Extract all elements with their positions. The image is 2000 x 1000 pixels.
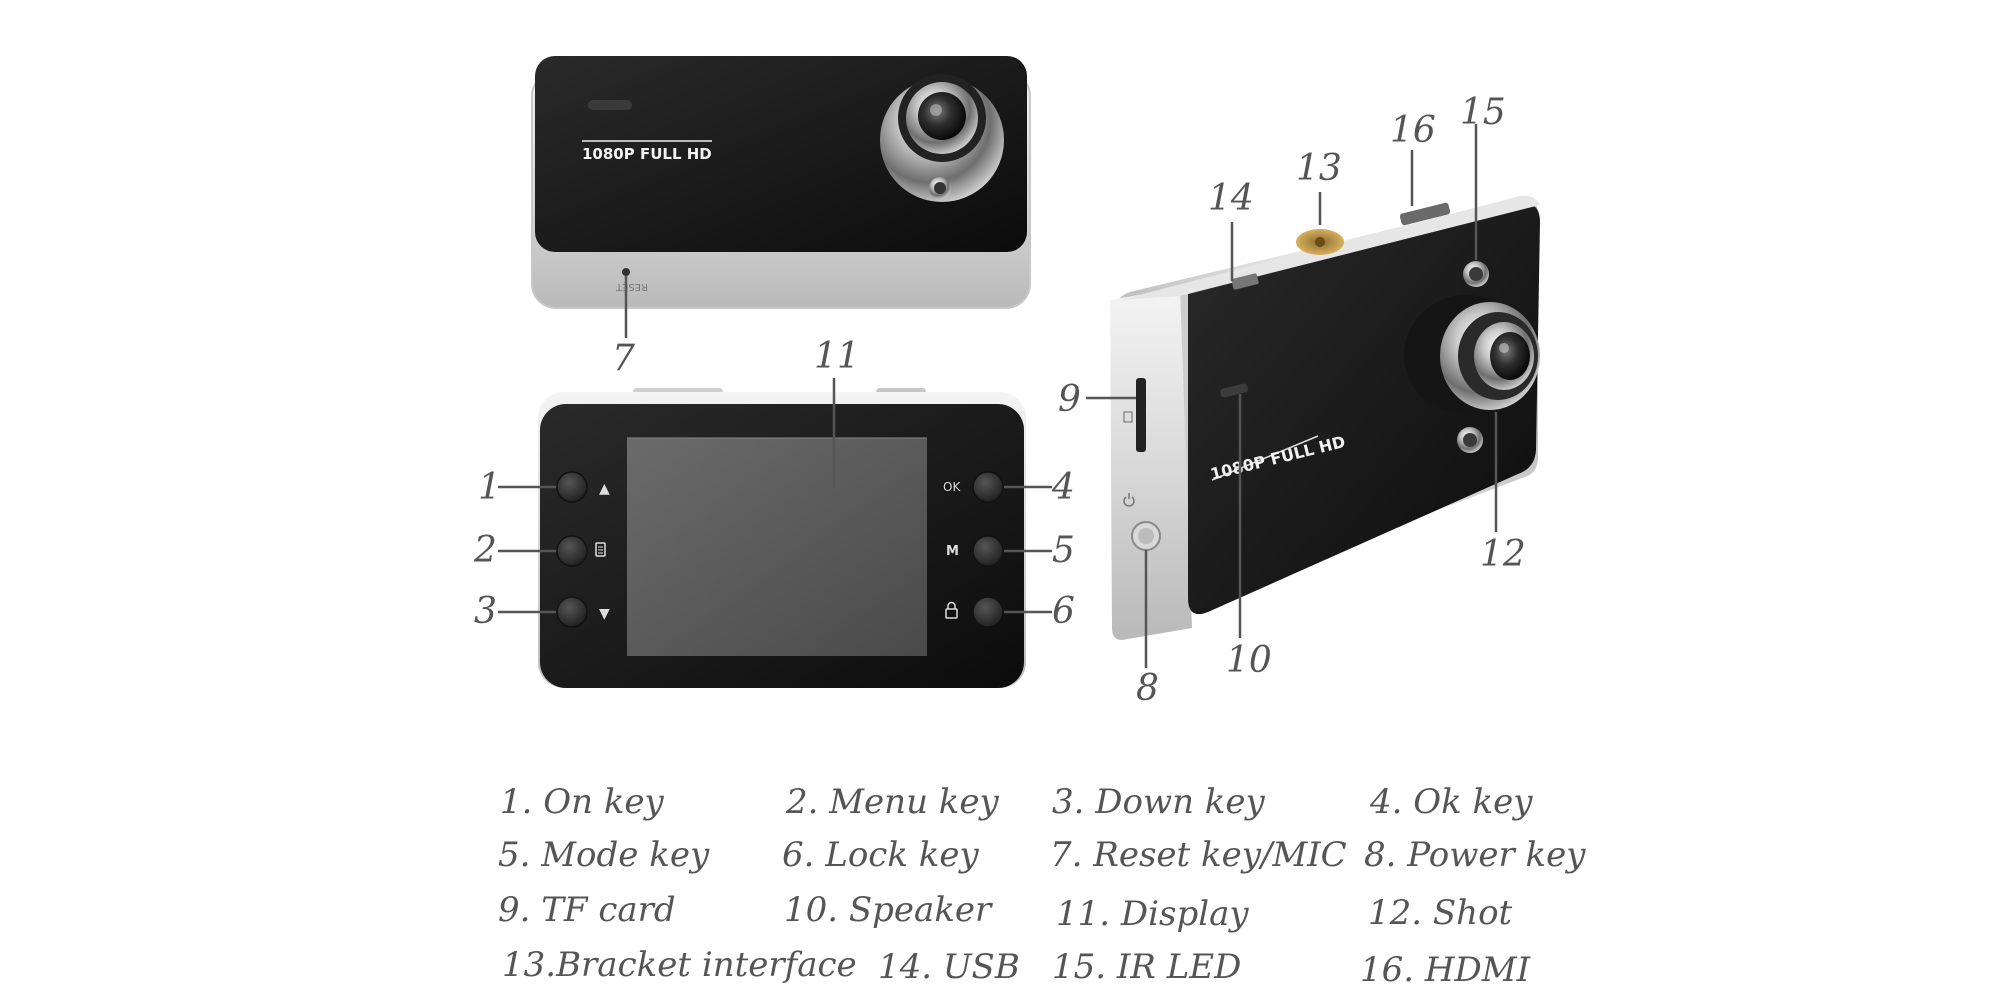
callout-15: 15 [1460,92,1506,133]
callout-11: 11 [814,336,860,377]
front-speaker-slot [588,100,632,110]
callout-5: 5 [1052,530,1075,571]
camera-angled-view: 1080P FULL HD [1110,195,1540,640]
legend-item: 8. Power key [1364,835,1586,875]
tf-card-slot[interactable] [1136,378,1146,452]
callout-8: 8 [1136,668,1159,709]
legend-item: 9. TF card [498,890,676,930]
legend-item: 16. HDMI [1360,950,1531,990]
camera-front-view: 1080P FULL HD RESET [531,56,1031,309]
lock-icon [945,601,958,619]
callout-13: 13 [1296,148,1342,189]
callout-2: 2 [473,530,497,571]
menu-key-button[interactable] [556,535,588,567]
sd-card-icon [1123,411,1133,423]
power-icon [1123,493,1135,507]
ir-led-bottom [1457,427,1483,453]
legend-item: 1. On key [500,782,664,822]
legend-item: 12. Shot [1368,893,1513,933]
callout-9: 9 [1058,379,1081,420]
down-arrow-icon: ▼ [599,606,610,622]
model-label-front: 1080P FULL HD [582,145,712,163]
lock-key-button[interactable] [972,596,1004,628]
legend-item: 14. USB [878,947,1020,987]
legend-item: 10. Speaker [784,890,992,930]
callout-7: 7 [612,338,635,379]
ok-label: OK [943,480,961,494]
reset-hole[interactable] [622,268,630,276]
legend-item: 3. Down key [1052,782,1265,822]
callout-12: 12 [1480,534,1526,575]
hdmi-port[interactable] [1399,202,1451,226]
ir-led-top [1463,261,1489,287]
callout-3: 3 [474,591,497,632]
callout-16: 16 [1390,110,1436,151]
reset-label: RESET [615,281,648,292]
callout-numbers: 1 2 3 4 5 6 7 8 9 10 11 12 13 14 15 16 [473,92,1526,709]
mode-label: M [946,544,959,559]
camera-rear-view: ▲ ▼ OK M [538,388,1026,688]
legend-item: 4. Ok key [1370,782,1533,822]
callout-10: 10 [1226,640,1272,681]
ok-key-button[interactable] [972,471,1004,503]
front-lens [880,74,1004,202]
side-lens [1404,295,1540,415]
callout-14: 14 [1208,178,1254,219]
mode-key-button[interactable] [972,535,1004,567]
leader-lines [498,124,1498,668]
callout-6: 6 [1052,591,1075,632]
up-arrow-icon: ▲ [599,481,610,497]
power-key-button[interactable] [1131,521,1161,551]
legend-item: 13.Bracket interface [502,945,857,985]
legend-item: 11. Display [1056,894,1249,934]
down-key-button[interactable] [556,596,588,628]
legend-item: 15. IR LED [1052,947,1242,987]
menu-icon [595,542,606,557]
legend-item: 6. Lock key [782,835,979,875]
usb-port[interactable] [1231,273,1259,290]
legend-item: 7. Reset key/MIC [1050,835,1347,875]
callout-4: 4 [1051,467,1075,508]
legend-item: 2. Menu key [786,782,999,822]
on-key-button[interactable] [556,471,588,503]
callout-1: 1 [478,467,501,508]
display-screen [627,438,927,656]
speaker-grille [1220,383,1248,398]
legend-item: 5. Mode key [498,835,710,875]
